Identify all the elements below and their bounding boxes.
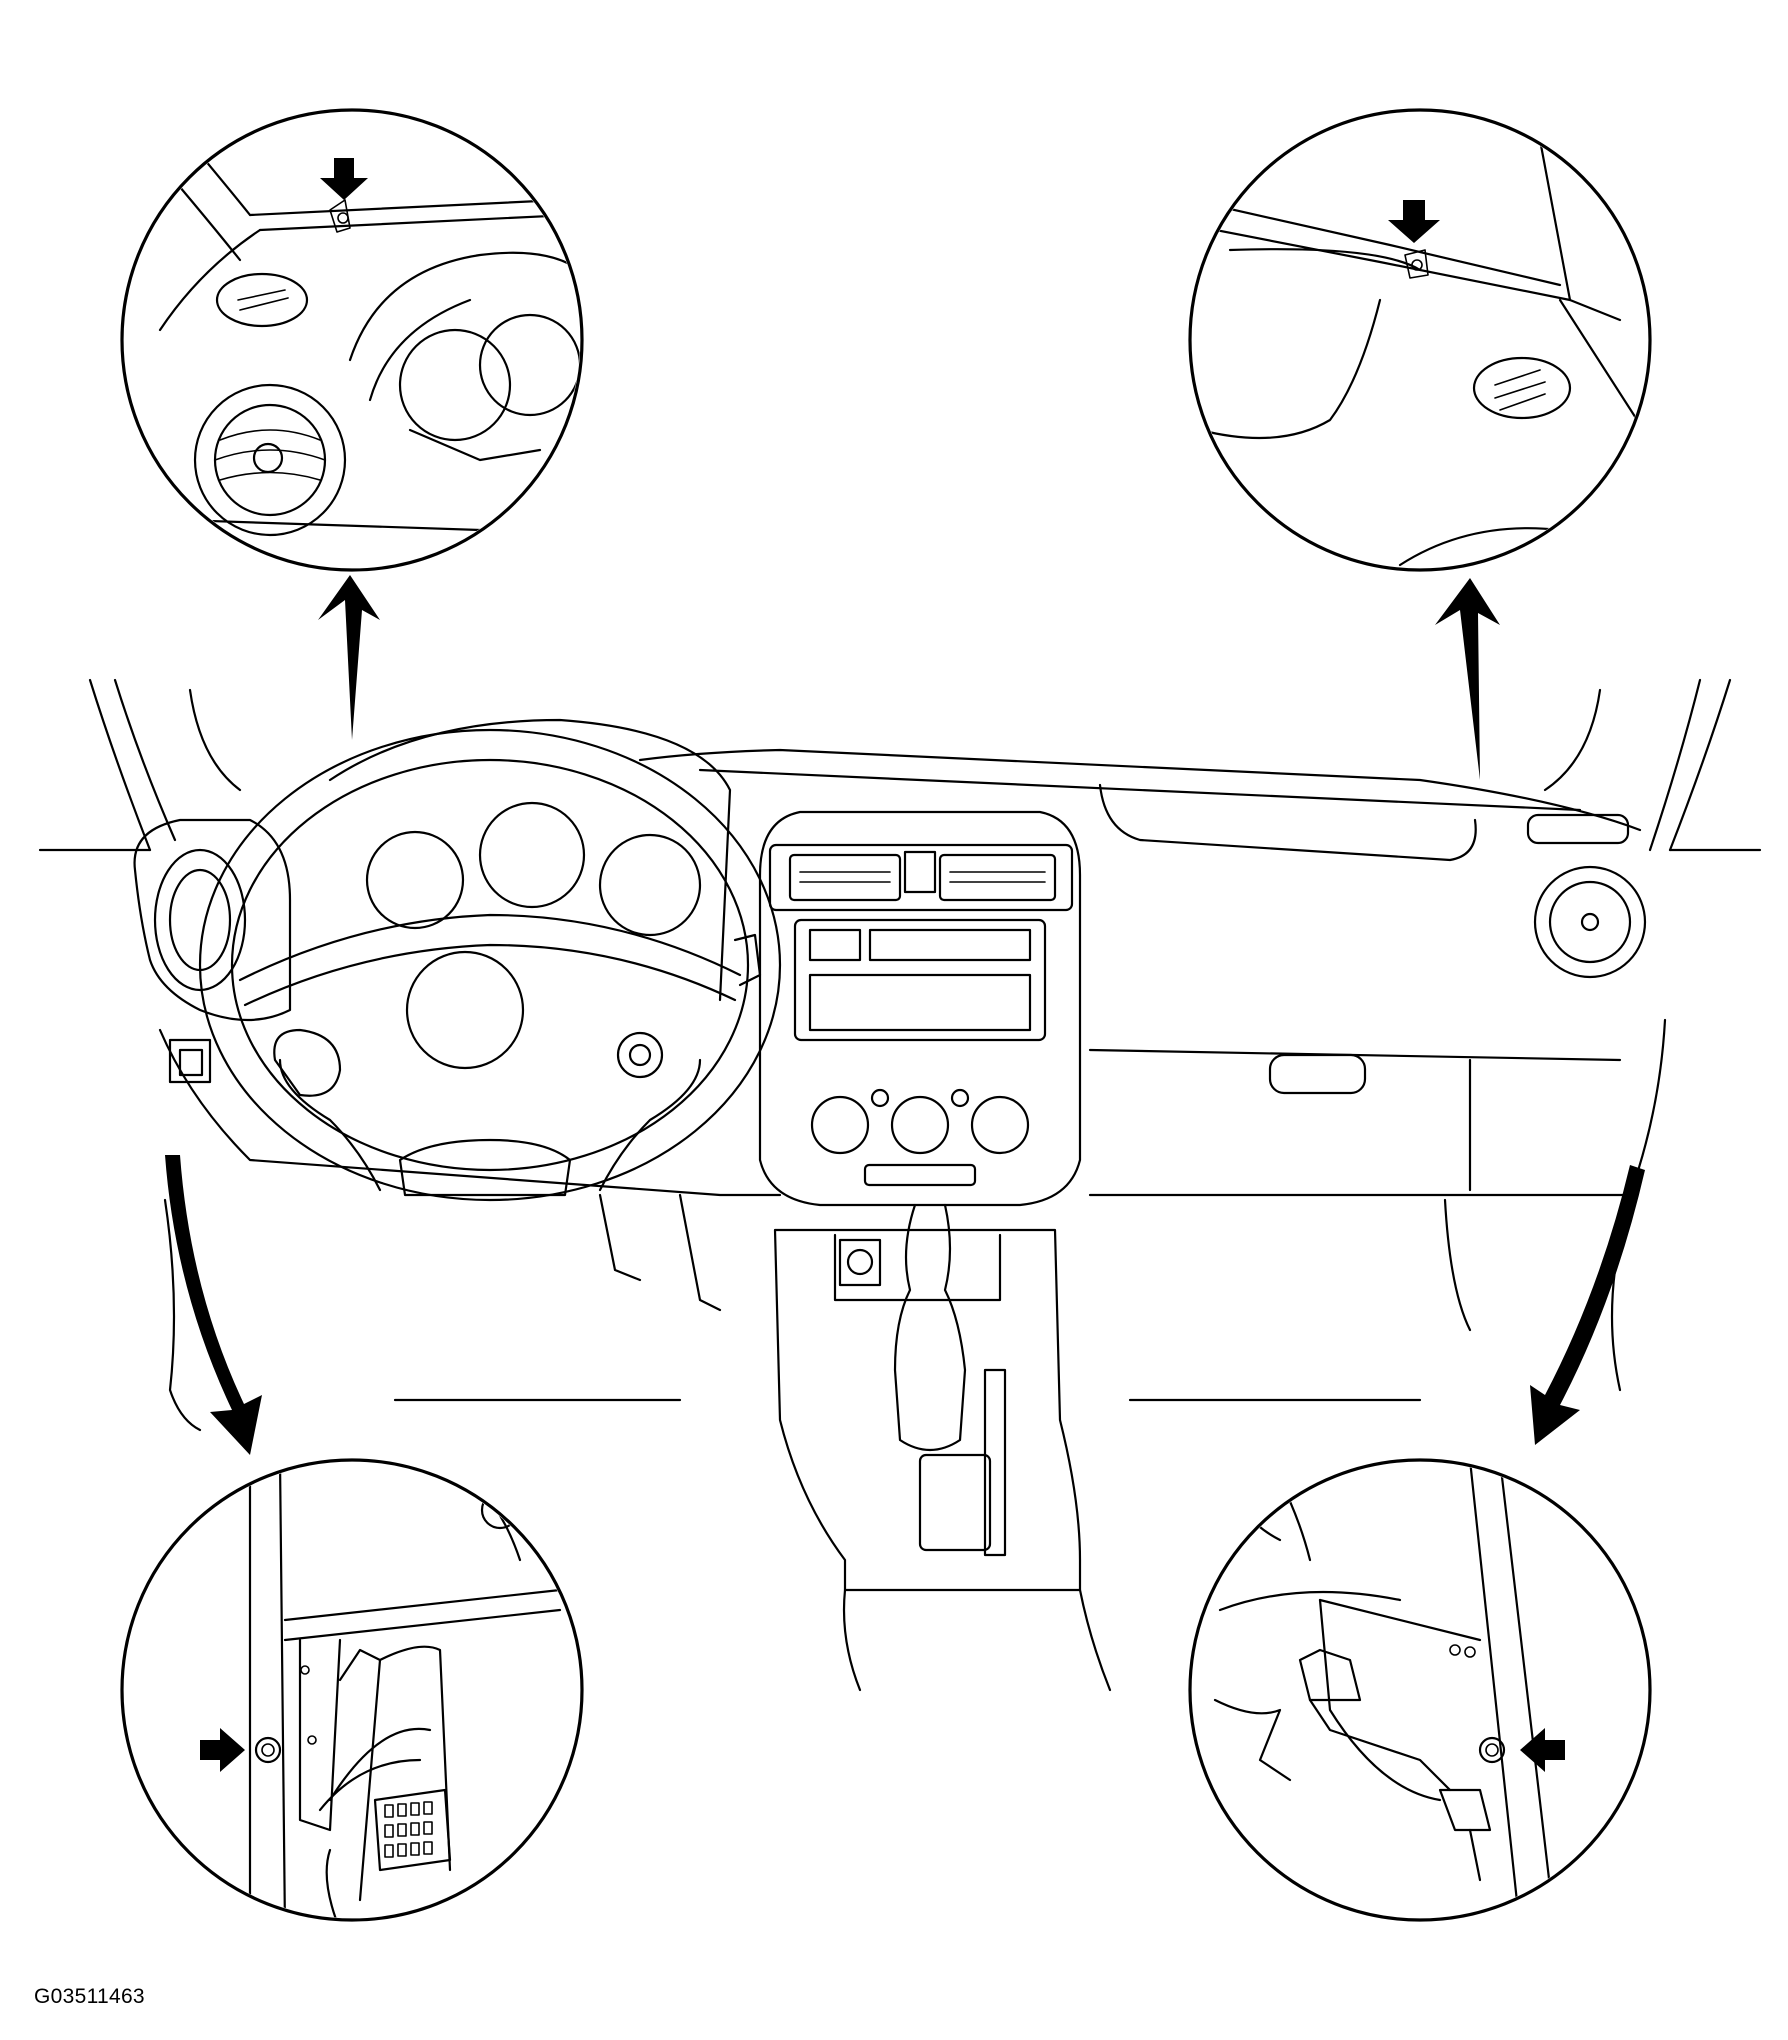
figure-id-label: G03511463	[34, 1985, 145, 2008]
arrow-up-right-icon	[1435, 578, 1500, 780]
arrow-down-left-icon	[165, 1155, 262, 1455]
arrow-indicator-icon	[200, 1728, 245, 1772]
arrow-down-right-icon	[1530, 1165, 1645, 1445]
detail-lower-right	[1190, 1460, 1650, 1930]
detail-upper-left	[122, 110, 590, 570]
arrow-up-left-icon	[318, 575, 380, 740]
arrow-indicator-icon	[320, 158, 368, 200]
detail-upper-right	[1190, 110, 1650, 570]
detail-lower-left	[122, 1460, 582, 1930]
arrow-indicator-icon	[1388, 200, 1440, 243]
pointer-arrows	[165, 575, 1645, 1455]
arrow-indicator-icon	[1520, 1728, 1565, 1772]
